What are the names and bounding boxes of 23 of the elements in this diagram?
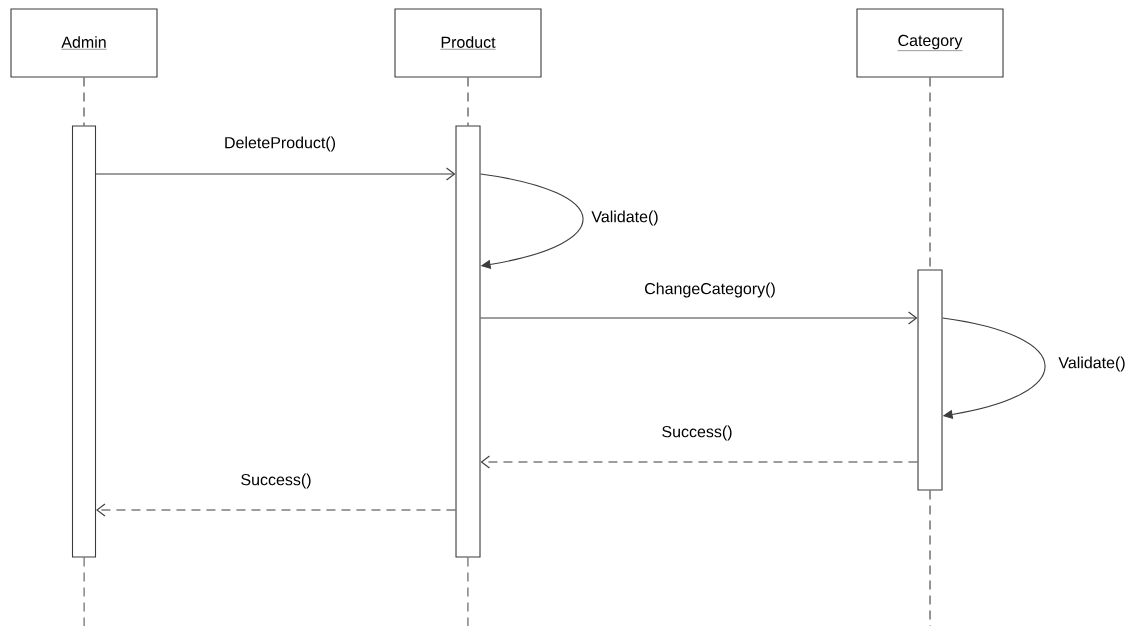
self-call-arrow: [480, 173, 584, 269]
lifeline: [467, 77, 469, 126]
message-label: Validate(): [1057, 355, 1127, 373]
message-label: Success(): [239, 472, 313, 490]
object-box: Product: [394, 8, 542, 78]
message-arrow: [95, 167, 456, 181]
message-label: Validate(): [590, 209, 660, 227]
activation-bar: [917, 269, 943, 491]
lifeline: [83, 77, 85, 126]
message-arrow: [480, 455, 918, 469]
lifeline: [83, 557, 85, 626]
activation-bar: [71, 125, 97, 558]
lifeline: [929, 490, 931, 626]
activation-bar: [455, 125, 481, 558]
message-label: Success(): [660, 424, 734, 442]
lifeline: [467, 557, 469, 626]
message-arrow: [480, 311, 918, 325]
self-call-arrow: [942, 317, 1046, 419]
message-label: DeleteProduct(): [223, 135, 338, 153]
message-arrow: [96, 503, 456, 517]
object-box: Admin: [10, 8, 158, 78]
message-label: ChangeCategory(): [643, 281, 777, 299]
object-box: Category: [856, 8, 1004, 78]
